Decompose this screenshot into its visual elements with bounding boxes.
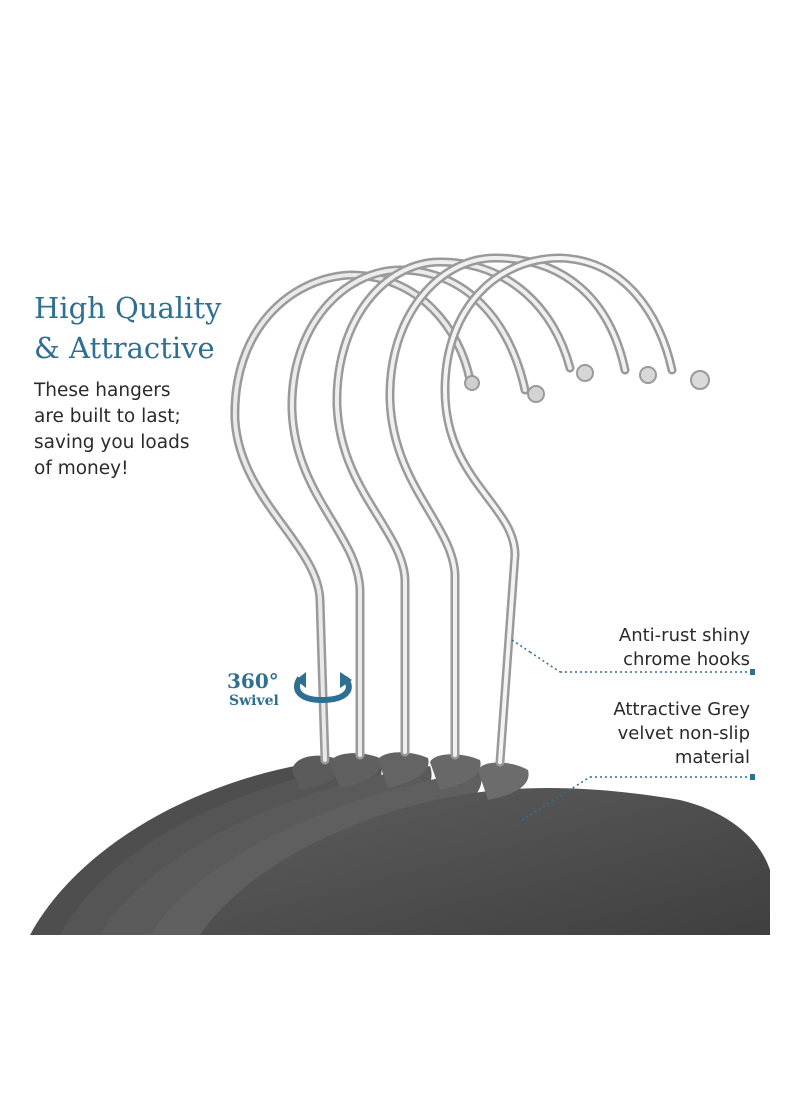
velvet-hanger-bodies (30, 752, 770, 935)
swivel-angle: 360° (227, 669, 279, 693)
velvet-body-5 (200, 788, 770, 935)
chrome-hook-5 (440, 253, 710, 767)
description-line-2: are built to last; (34, 406, 181, 427)
description-line-1: These hangers (34, 380, 171, 401)
material-leader-line (521, 774, 755, 821)
hooks-callout: Anti-rust shiny chrome hooks (619, 624, 750, 672)
hooks-leader-line (511, 639, 755, 675)
headline-line-1: High Quality (34, 291, 222, 325)
swivel-label: Swivel (229, 693, 279, 709)
chrome-hook-2 (287, 265, 545, 760)
velvet-neck-1 (292, 755, 341, 790)
hooks-callout-line-2: chrome hooks (623, 649, 750, 670)
velvet-neck-3 (378, 752, 429, 788)
material-callout: Attractive Grey velvet non-slip material (613, 698, 750, 770)
chrome-hook-3 (332, 257, 594, 757)
hooks-callout-line-1: Anti-rust shiny (618, 625, 750, 646)
velvet-neck-4 (430, 754, 481, 790)
description: These hangers are built to last; saving … (34, 378, 189, 482)
chrome-hooks (230, 253, 710, 767)
headline: High Quality & Attractive (34, 288, 221, 368)
material-callout-line-1: Attractive Grey (613, 699, 750, 720)
material-callout-line-3: material (674, 747, 750, 768)
velvet-neck-5 (478, 762, 529, 800)
chrome-hook-1 (230, 270, 480, 765)
description-line-3: saving you loads (34, 432, 190, 453)
velvet-neck-2 (330, 753, 381, 788)
chrome-hook-4 (385, 253, 657, 760)
headline-line-2: & Attractive (34, 331, 215, 365)
rotate-arrow-icon (294, 672, 352, 704)
material-callout-line-2: velvet non-slip (617, 723, 750, 744)
description-line-4: of money! (34, 458, 129, 479)
